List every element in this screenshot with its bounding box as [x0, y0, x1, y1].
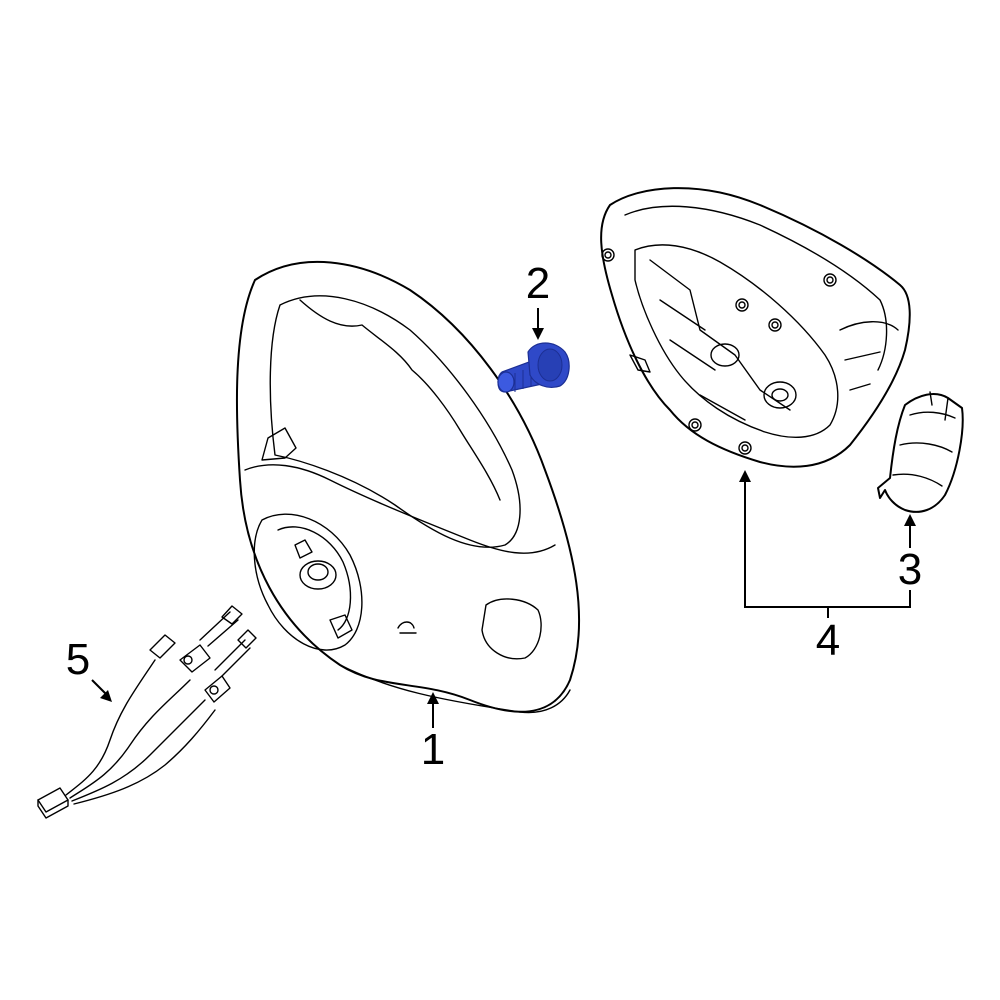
trim-cover-icon[interactable] — [877, 391, 964, 513]
bolt-icon[interactable] — [497, 342, 570, 393]
callout-1: 1 — [421, 692, 445, 774]
airbag-module-icon[interactable] — [600, 187, 911, 468]
callout-2: 2 — [526, 259, 550, 340]
steering-wheel-icon[interactable] — [235, 260, 581, 714]
wiring-harness-icon[interactable] — [37, 605, 257, 819]
callout-5: 5 — [66, 635, 112, 702]
callout-2-label: 2 — [526, 259, 550, 308]
callout-1-label: 1 — [421, 725, 445, 774]
callout-5-label: 5 — [66, 635, 90, 684]
callout-4: 4 — [739, 470, 911, 665]
callout-3: 3 — [898, 514, 922, 594]
callout-4-label: 4 — [816, 616, 840, 665]
callout-3-label: 3 — [898, 545, 922, 594]
